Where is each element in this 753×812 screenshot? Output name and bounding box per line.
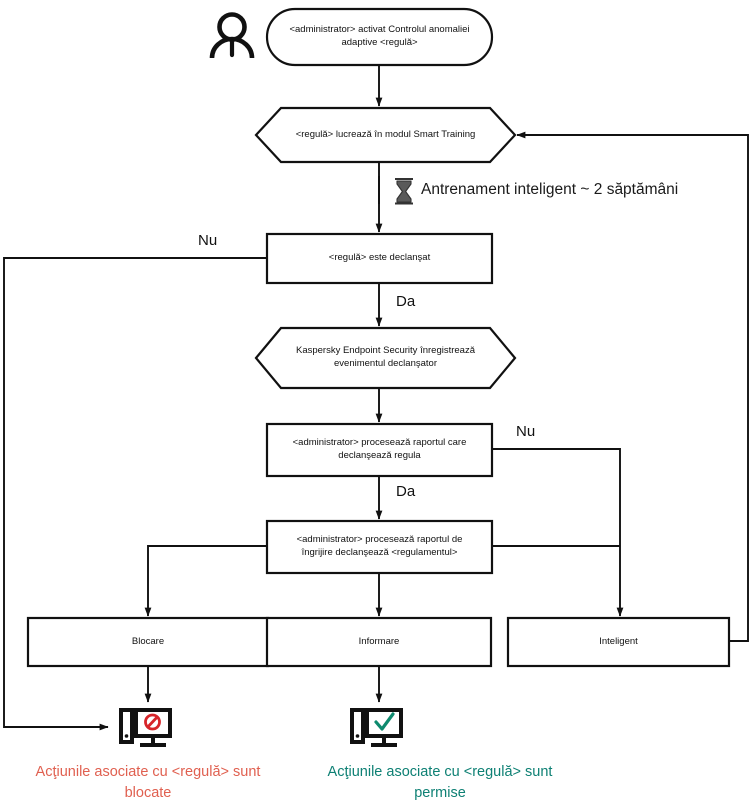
hourglass-icon [395, 178, 413, 205]
edge-smart-loop-back [516, 131, 749, 642]
edge-label-yes-2: Da [396, 483, 416, 500]
person-icon [209, 12, 255, 59]
computer-allowed-icon [350, 708, 403, 747]
edge-care-report-to-block [144, 545, 267, 617]
edge-label-no-1: Nu [198, 232, 218, 249]
caption-blocked: Acţiunile asociate cu <regulă> sunt bloc… [35, 764, 261, 802]
edge-label-no-2: Nu [516, 423, 536, 440]
training-note-label: Antrenament inteligent ~ 2 săptămâni [421, 181, 679, 198]
shape-block [26, 616, 270, 668]
computer-blocked-icon [119, 708, 172, 747]
shape-rule-triggered [265, 232, 494, 285]
edge-label-yes-1: Da [396, 293, 416, 310]
shape-start [265, 7, 494, 67]
shape-smart [506, 616, 731, 668]
edge-rule-triggered-no [3, 257, 267, 731]
caption-allowed: Acţiunile asociate cu <regulă> sunt perm… [327, 764, 553, 802]
shape-inform [265, 616, 493, 668]
shape-admin-processes-report [265, 422, 494, 478]
shape-smart-training [254, 106, 517, 164]
edge-admin-report-no [492, 448, 624, 617]
shape-admin-processes-care-report [265, 519, 494, 575]
shape-kes-registers [254, 326, 517, 390]
